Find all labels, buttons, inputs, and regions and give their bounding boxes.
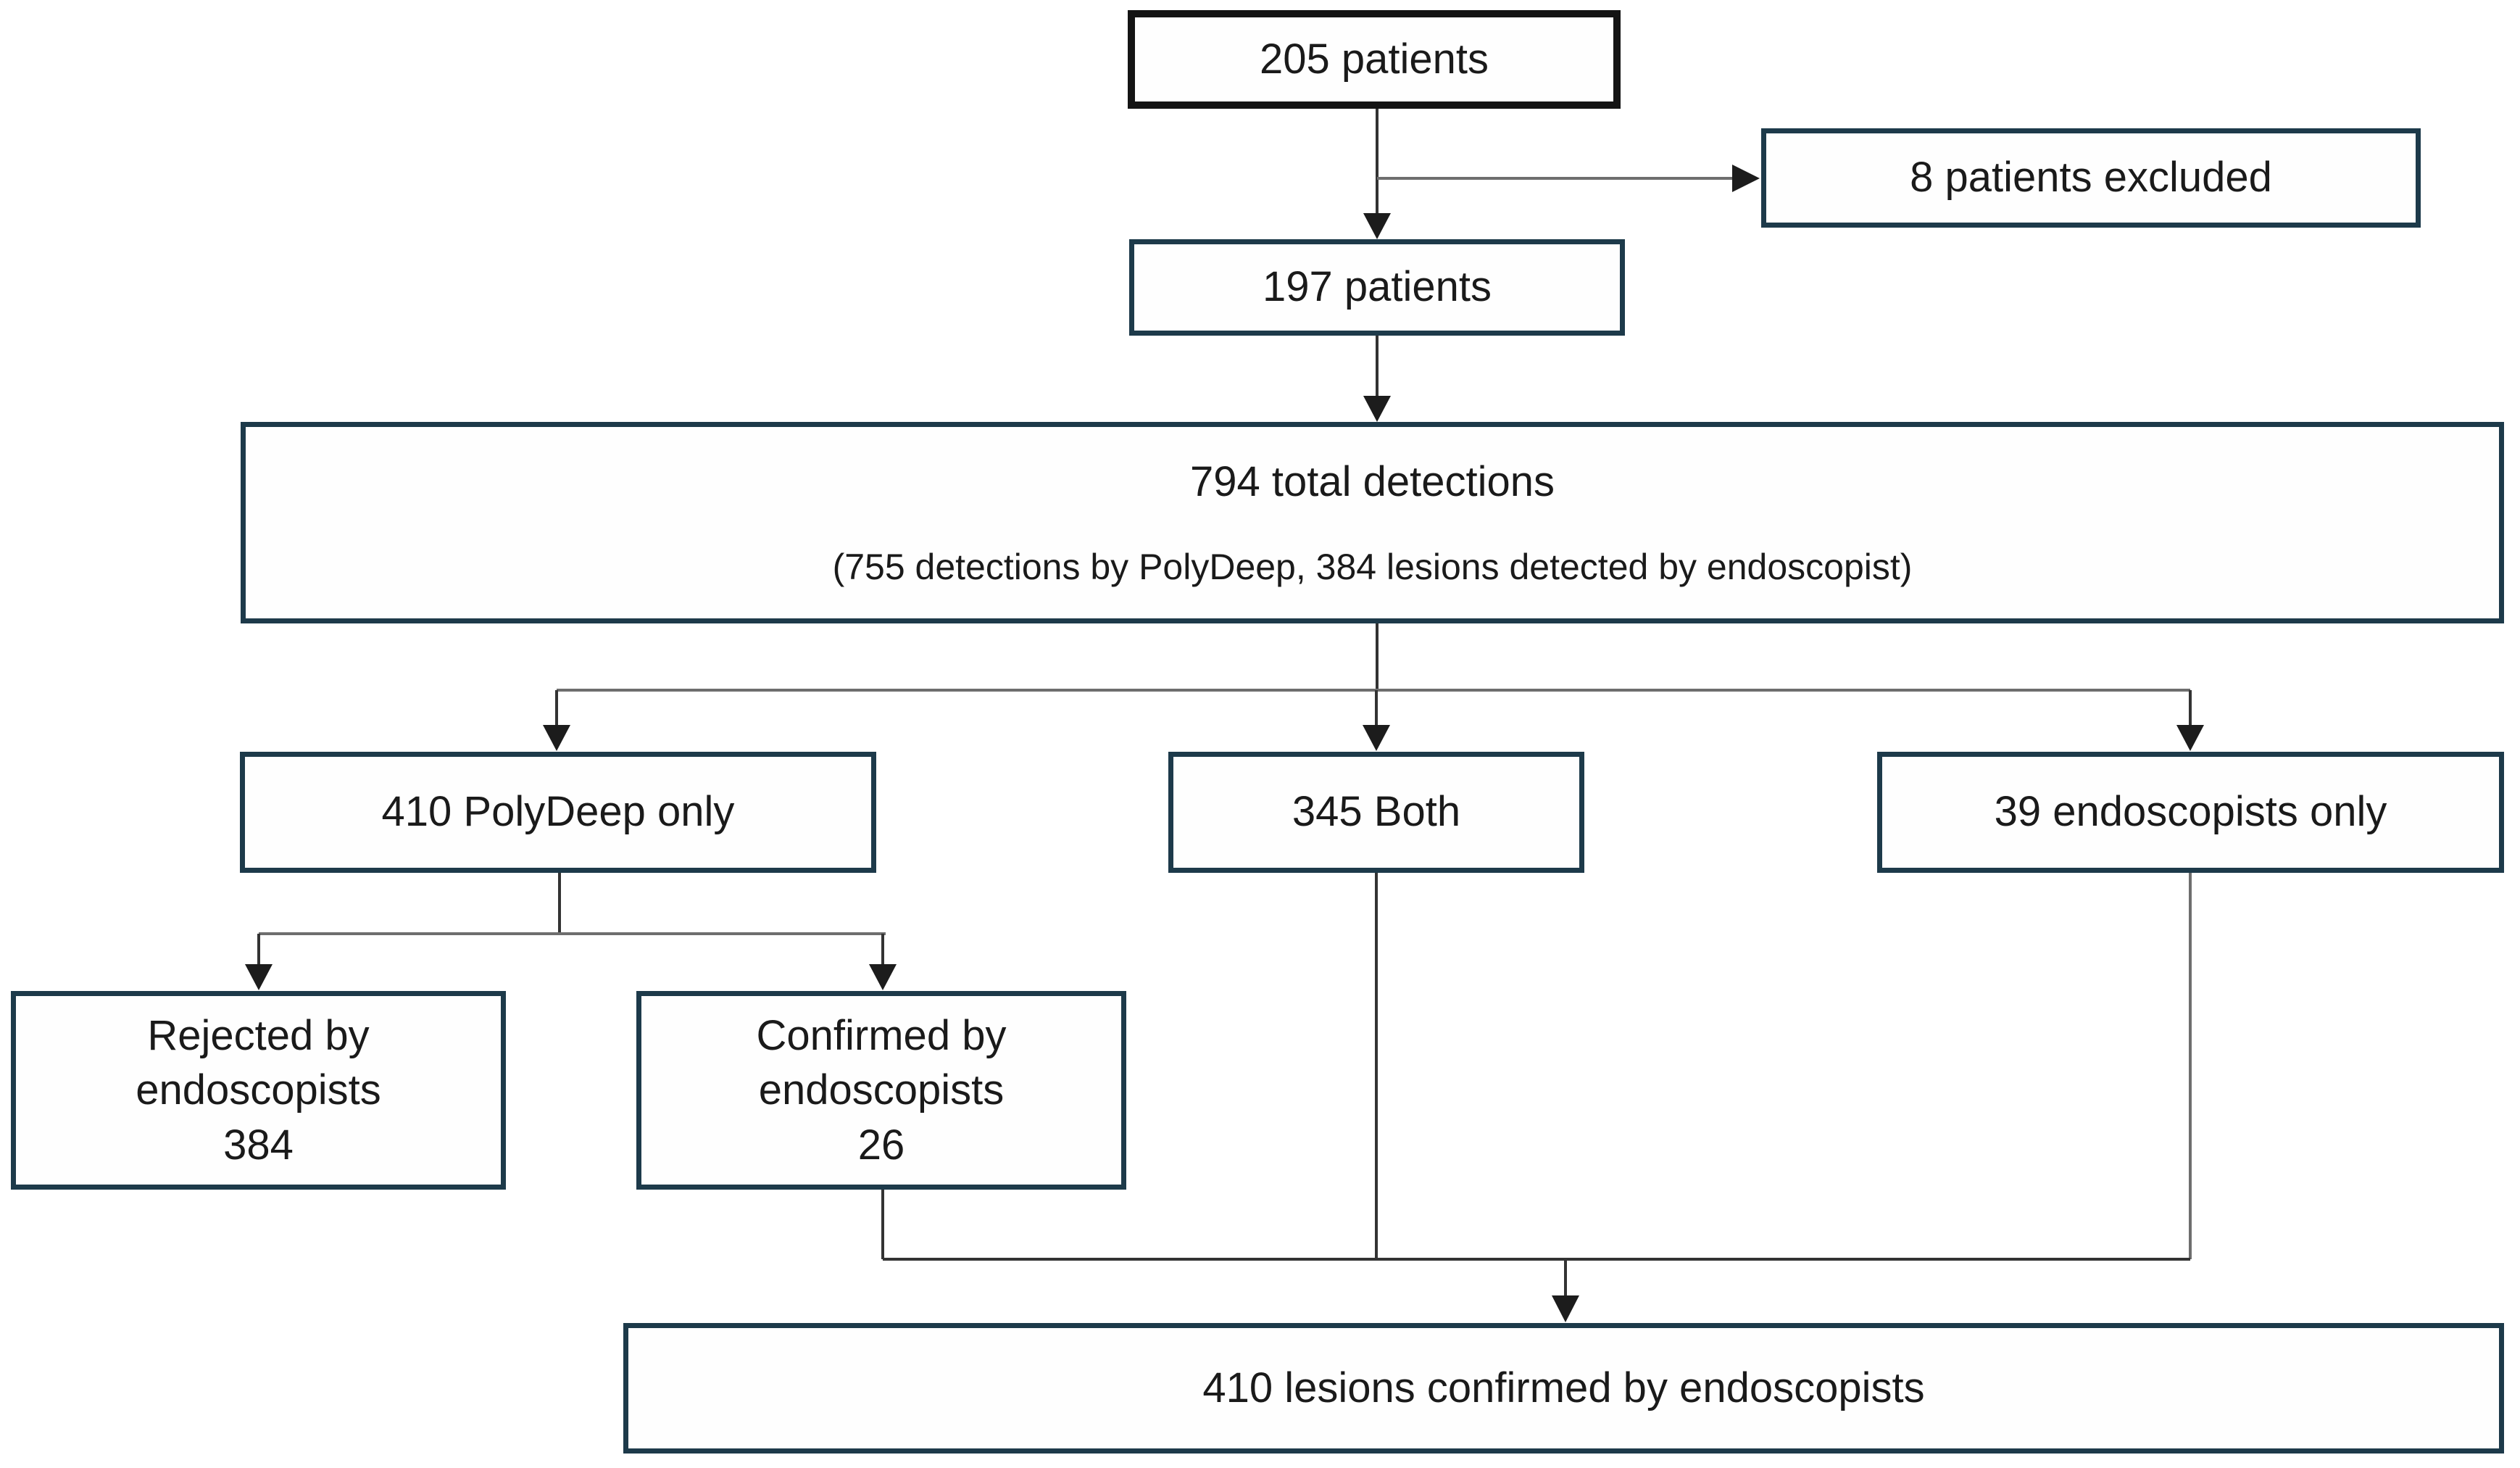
box-both: 345 Both [1168,752,1584,873]
box-total-detections: 794 total detections (755 detections by … [241,422,2504,623]
box-both-label: 345 Both [1292,788,1461,836]
box-total-detections-title: 794 total detections [1189,457,1555,505]
box-confirmed-by-endoscopists: Confirmed by endoscopists 26 [636,991,1126,1190]
box-rejected-label-line2: endoscopists [136,1066,381,1114]
box-rejected-label-line1: Rejected by [147,1011,370,1059]
box-8-patients-excluded: 8 patients excluded [1761,128,2421,228]
box-205-patients: 205 patients [1128,10,1621,109]
box-total-detections-detail: (755 detections by PolyDeep, 384 lesions… [832,547,1913,587]
box-endoscopists-only-label: 39 endoscopists only [1994,788,2387,836]
box-endoscopists-only: 39 endoscopists only [1877,752,2504,873]
box-confirmed-label-line1: Confirmed by [756,1011,1007,1059]
arrows-merge-to-final [881,872,2192,1322]
box-197-patients-label: 197 patients [1262,263,1492,311]
box-confirmed-count: 26 [857,1121,905,1169]
arrow-197-to-total [1363,335,1391,422]
box-lesions-confirmed: 410 lesions confirmed by endoscopists [623,1323,2504,1454]
box-rejected-by-endoscopists: Rejected by endoscopists 384 [11,991,506,1190]
arrow-205-to-excluded [1377,165,1760,192]
arrow-205-to-197 [1363,109,1391,239]
box-polydeep-only-label: 410 PolyDeep only [381,788,735,836]
box-rejected-count: 384 [223,1121,294,1169]
box-205-patients-label: 205 patients [1259,35,1489,83]
arrows-polydeep-to-review [245,872,897,990]
box-8-patients-excluded-label: 8 patients excluded [1910,154,2272,202]
box-197-patients: 197 patients [1129,239,1625,336]
box-lesions-confirmed-label: 410 lesions confirmed by endoscopists [1202,1364,1925,1411]
box-polydeep-only: 410 PolyDeep only [240,752,876,873]
arrows-total-to-branches [543,622,2204,751]
box-confirmed-label-line2: endoscopists [758,1066,1005,1114]
